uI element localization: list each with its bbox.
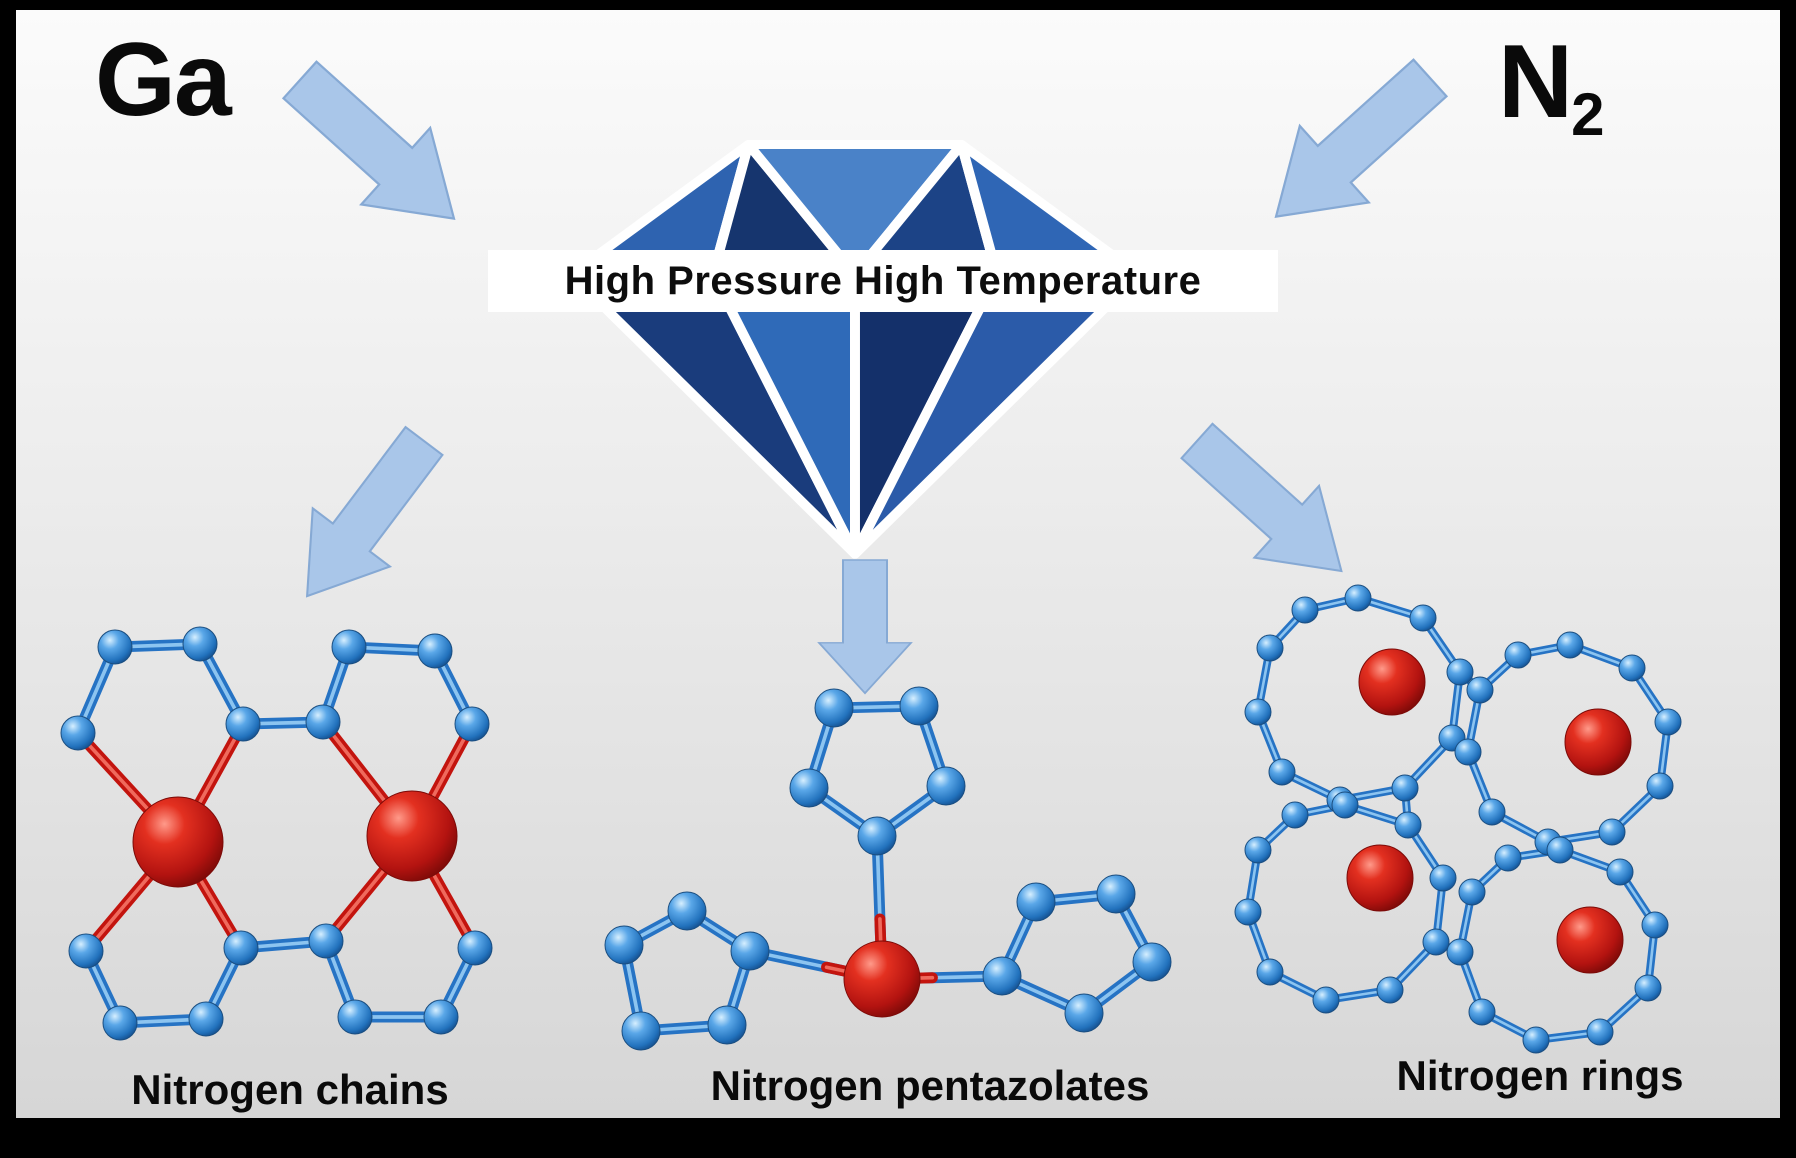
atom-nitrogen [1268,758,1296,786]
atom-nitrogen [1546,836,1574,864]
atom-nitrogen [102,1005,138,1041]
atom-nitrogen [1468,998,1496,1026]
atom-nitrogen [1654,708,1682,736]
atom-nitrogen [308,923,344,959]
atom-nitrogen [1646,772,1674,800]
atom-nitrogen [1598,818,1626,846]
diamond-illustration [566,139,1144,559]
atom-nitrogen [454,706,490,742]
atom-nitrogen [1244,698,1272,726]
atom-nitrogen [1016,882,1056,922]
atom-nitrogen [423,999,459,1035]
molecule-nitrogen-chains [60,626,493,1041]
atom-nitrogen [1458,878,1486,906]
reactant-n2-subscript: 2 [1571,81,1604,148]
molecule-nitrogen-rings [1234,584,1682,1054]
atom-nitrogen [1291,596,1319,624]
atom-nitrogen [337,999,373,1035]
atom-nitrogen [667,891,707,931]
atom-nitrogen [1394,811,1422,839]
arrow-to-rings-icon [1163,404,1375,608]
label-nitrogen-rings: Nitrogen rings [1396,1052,1684,1099]
atom-gallium [843,940,921,1018]
atom-nitrogen [188,1001,224,1037]
atom-nitrogen [730,931,770,971]
atom-nitrogen [1312,986,1340,1014]
atom-gallium [1346,844,1414,912]
atom-gallium [1358,648,1426,716]
atom-nitrogen [707,1005,747,1045]
atom-nitrogen [223,930,259,966]
atom-nitrogen [1586,1018,1614,1046]
atom-nitrogen [814,688,854,728]
atom-nitrogen [1256,958,1284,986]
atom-nitrogen [60,715,96,751]
atom-nitrogen [1446,938,1474,966]
atom-nitrogen [1344,584,1372,612]
atom-nitrogen [1391,774,1419,802]
atom-nitrogen [1556,631,1584,659]
atom-nitrogen [982,956,1022,996]
atom-gallium [132,796,224,888]
atom-nitrogen [68,933,104,969]
molecule-nitrogen-pentazolates [604,686,1172,1051]
atom-nitrogen [305,704,341,740]
atom-nitrogen [1494,844,1522,872]
atom-nitrogen [1504,641,1532,669]
atom-nitrogen [857,816,897,856]
atom-nitrogen [1234,898,1262,926]
atom-nitrogen [1132,942,1172,982]
atom-nitrogen [417,633,453,669]
atom-nitrogen [789,768,829,808]
atom-nitrogen [225,706,261,742]
atom-nitrogen [1446,658,1474,686]
atom-nitrogen [182,626,218,662]
atom-nitrogen [457,930,493,966]
reactant-n2-label: N2 [1498,30,1605,148]
atom-nitrogen [1634,974,1662,1002]
atom-gallium [1556,906,1624,974]
label-nitrogen-pentazolates: Nitrogen pentazolates [710,1062,1150,1109]
arrow-to-pentazolates-icon [818,559,912,695]
atom-nitrogen [926,766,966,806]
hpht-banner-text: High Pressure High Temperature [564,258,1202,303]
atom-nitrogen [1376,976,1404,1004]
atom-gallium [366,790,458,882]
atom-nitrogen [1064,993,1104,1033]
label-nitrogen-chains: Nitrogen chains [131,1066,449,1113]
arrow-to-chains-icon [267,410,464,627]
reactant-ga-label: Ga [95,28,232,132]
atom-nitrogen [331,629,367,665]
atom-nitrogen [621,1011,661,1051]
atom-nitrogen [1454,738,1482,766]
atom-nitrogen [1281,801,1309,829]
atom-nitrogen [1244,836,1272,864]
arrow-ga-to-diamond-icon [264,40,490,259]
atom-nitrogen [1429,864,1457,892]
atom-nitrogen [899,686,939,726]
atom-gallium [1564,708,1632,776]
atom-nitrogen [1606,858,1634,886]
atom-nitrogen [1256,634,1284,662]
atom-nitrogen [1422,928,1450,956]
reactant-ga-text: Ga [95,22,232,138]
atom-nitrogen [1478,798,1506,826]
reactant-n2-base: N [1498,24,1573,140]
atom-nitrogen [97,629,133,665]
atom-nitrogen [1096,874,1136,914]
atom-nitrogen [1466,676,1494,704]
atom-nitrogen [1641,911,1669,939]
atom-nitrogen [1618,654,1646,682]
hpht-banner: High Pressure High Temperature [488,250,1278,312]
atom-nitrogen [1522,1026,1550,1054]
atom-nitrogen [1409,604,1437,632]
arrow-n2-to-diamond-icon [1240,38,1466,257]
atom-nitrogen [1331,791,1359,819]
atom-nitrogen [604,925,644,965]
